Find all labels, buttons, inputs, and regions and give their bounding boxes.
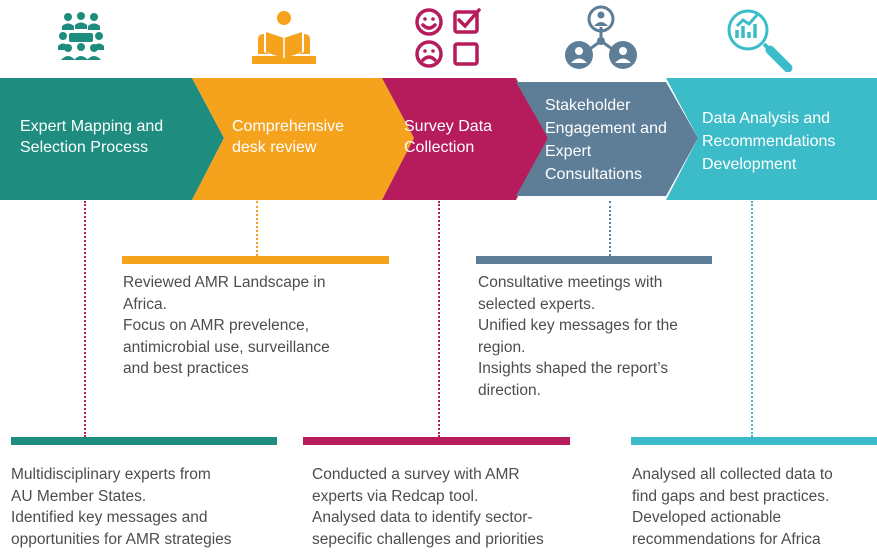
stage-4-arrow <box>516 82 698 196</box>
stage-2-arrow <box>192 78 414 200</box>
stage-3-label: Survey Data Collection <box>404 118 493 156</box>
survey-faces-checkbox-icon <box>414 7 484 69</box>
connector-stage-2 <box>256 201 258 256</box>
group-meeting-icon <box>58 12 104 62</box>
connector-stage-3 <box>438 201 440 437</box>
connector-stage-5 <box>751 201 753 437</box>
desk-review-bar <box>122 256 389 264</box>
stage-5-label: Data Analysis and Recommendations Develo… <box>702 110 836 173</box>
stage-1-label: Expert Mapping and Selection Process <box>20 118 164 156</box>
stage-1-arrow <box>0 78 224 200</box>
desk-review-notes: Reviewed AMR Landscape in Africa. Focus … <box>123 274 330 377</box>
person-reading-icon <box>248 10 320 66</box>
analysis-notes: Analysed all collected data to find gaps… <box>632 466 833 548</box>
connector-stage-4 <box>609 201 611 256</box>
stage-4-label: Stakeholder Engagement and Expert Consul… <box>545 97 667 183</box>
connector-stage-1 <box>84 201 86 437</box>
expert-mapping-notes: Multidisciplinary experts from AU Member… <box>11 466 232 548</box>
stakeholder-network-icon <box>562 5 640 71</box>
stakeholder-bar <box>476 256 712 264</box>
stage-5-arrow <box>666 78 877 200</box>
survey-notes: Conducted a survey with AMR experts via … <box>312 466 544 548</box>
stage-3-arrow <box>382 78 548 200</box>
expert-mapping-bar <box>11 437 277 445</box>
stakeholder-notes: Consultative meetings with selected expe… <box>478 274 678 399</box>
survey-bar <box>303 437 570 445</box>
stage-2-label: Comprehensive desk review <box>232 118 345 156</box>
analysis-bar <box>631 437 877 445</box>
process-banner <box>0 76 877 201</box>
magnifier-chart-icon <box>722 6 798 72</box>
